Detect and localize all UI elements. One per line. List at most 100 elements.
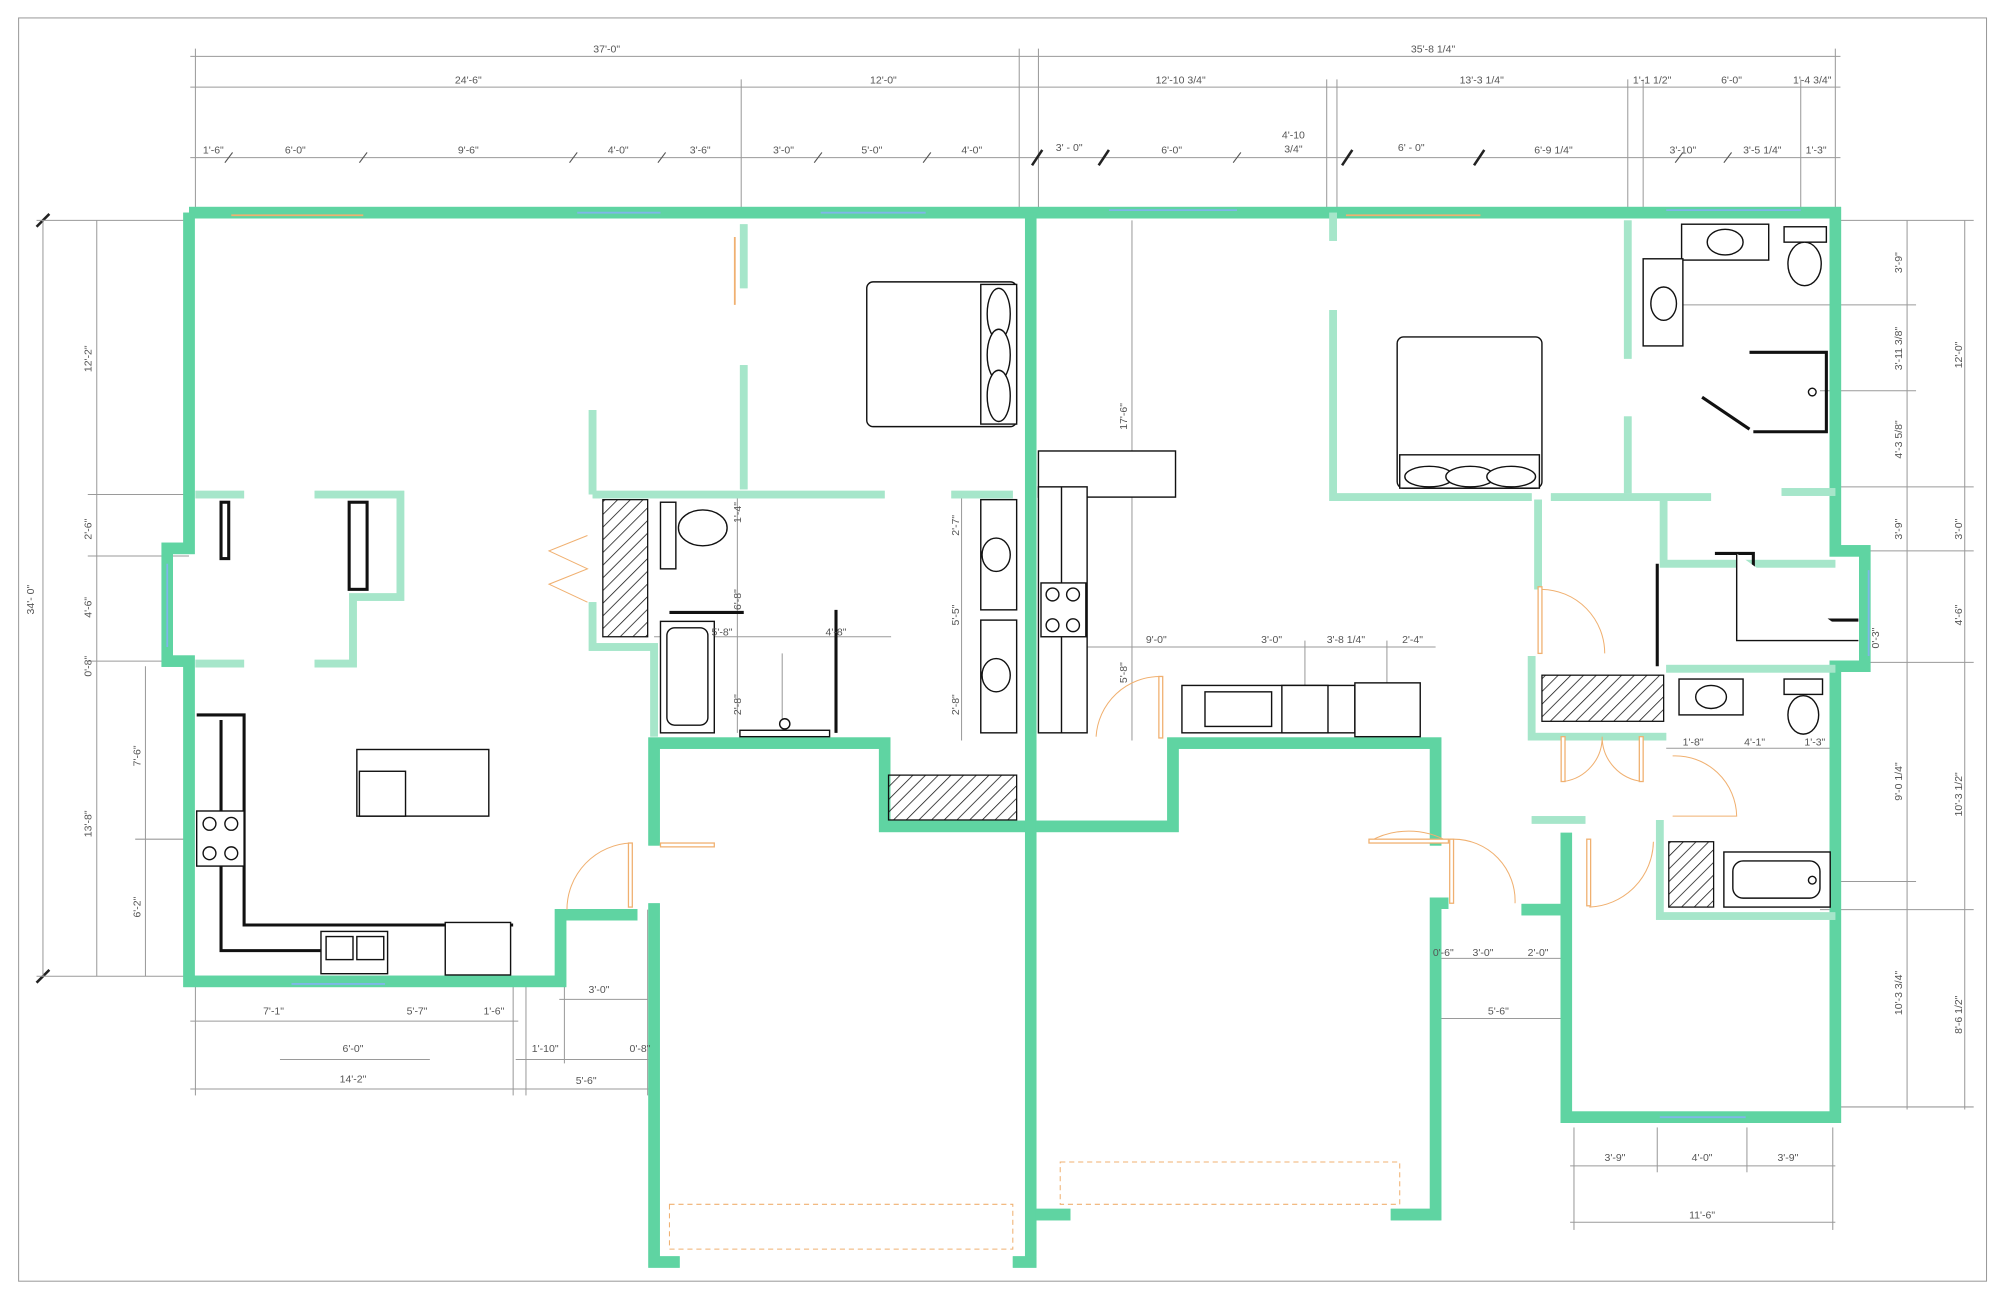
dimension-labels-interior: 1'-4" 6'-8" 5'-8" 4'-8" 2'-8" 2'-7" 5'-5… [712, 403, 1424, 715]
dimension-label: 12'-0" [870, 74, 897, 86]
dimension-label: 6'-0" [343, 1043, 364, 1055]
dimension-label: 4'-6" [83, 597, 95, 618]
bath-right [1678, 678, 1831, 908]
dimension-label: 9'-0" [1146, 634, 1167, 646]
dimension-label: 37'-0" [593, 44, 620, 56]
dimension-label: 3'-5 1/4" [1743, 145, 1782, 157]
dimension-label: 5'-6" [576, 1075, 597, 1087]
dimension-label: 1'-3" [1804, 737, 1825, 749]
dimension-label: 0'-6" [1433, 947, 1454, 959]
dimension-label: 1'-4" [732, 502, 744, 523]
dimension-label: 3'-10" [1669, 145, 1696, 157]
dimension-label: 6'-0" [1161, 145, 1182, 157]
dimension-label: 12'-2" [83, 345, 95, 372]
dimension-labels-right: 3'-9" 3'-11 3/8" 4'-3 5/8" 3'-9" 0'-3" 9… [1870, 252, 1965, 1034]
dimension-label: 13'-8" [83, 810, 95, 837]
dimension-label: 2'-7" [950, 515, 962, 536]
dimension-label: 3' - 0" [1056, 142, 1083, 154]
dimension-label: 7'-1" [263, 1006, 284, 1018]
kitchen-center [980, 450, 1421, 738]
dimension-label: 9'-6" [458, 145, 479, 157]
dimension-label: 5'-8" [712, 626, 733, 638]
garage-doors [668, 1161, 1401, 1250]
dimension-label: 3'-0" [1261, 634, 1282, 646]
dimension-label: 6' - 0" [1398, 142, 1425, 154]
dimension-label: 0'-8" [630, 1043, 651, 1055]
doors [547, 535, 1738, 910]
toilet-icon [1787, 241, 1822, 287]
dimension-label: 1'-6" [483, 1006, 504, 1018]
dimension-label: 4'-10 [1282, 129, 1305, 141]
dimension-label: 4'-3 5/8" [1893, 420, 1905, 459]
dimension-label: 2'-0" [1528, 947, 1549, 959]
dimension-label: 3'-6" [690, 145, 711, 157]
dimension-label: 3'-11 3/8" [1893, 326, 1905, 370]
dimension-label: 0'-8" [83, 655, 95, 676]
sink-icon [1694, 684, 1728, 710]
dimension-label: 1'-3" [1806, 145, 1827, 157]
bed-left [866, 281, 1018, 428]
dimension-label: 6'-0" [285, 145, 306, 157]
dimension-label: 3'-0" [589, 984, 610, 996]
kitchen-left [195, 500, 514, 976]
dimension-label: 12'-0" [1953, 341, 1965, 368]
dimension-label: 2'-6" [83, 518, 95, 539]
dimension-label: 3'-9" [1605, 1152, 1626, 1164]
dimension-label: 24'-6" [455, 74, 482, 86]
drawing-border [18, 17, 1988, 1282]
toilet-icon [1787, 694, 1820, 735]
dimension-label: 5'-7" [407, 1006, 428, 1018]
dimension-label: 2'-8" [950, 694, 962, 715]
dimension-label: 7'-6" [131, 745, 143, 766]
dimension-labels-left: 34'- 0" 12'-2" 2'-6" 4'-6" 0'-8" 13'-8" … [25, 345, 143, 917]
sink-icon [1204, 691, 1273, 728]
dimension-label: 9'-0 1/4" [1893, 762, 1905, 801]
dimension-label: 5'-6" [1488, 1006, 1509, 1018]
dimension-label: 3'-0" [773, 145, 794, 157]
dimension-lines [35, 48, 1974, 1230]
dimension-label: 4'-1" [1744, 737, 1765, 749]
dimension-label: 17'-6" [1118, 403, 1130, 430]
dimension-label: 3'-9" [1777, 1152, 1798, 1164]
sink-icon [1706, 228, 1744, 256]
dimension-label: 14'-2" [340, 1074, 367, 1086]
dimension-label: 6'-9 1/4" [1534, 145, 1573, 157]
dimension-label: 6'-8" [732, 589, 744, 610]
dimension-label: 12'-10 3/4" [1156, 74, 1206, 86]
dimension-label: 3'-9" [1893, 518, 1905, 539]
dimension-label: 4'-6" [1953, 604, 1965, 625]
bed-right [1396, 336, 1543, 489]
master-bath [1642, 223, 1828, 434]
dimension-label: 35'-8 1/4" [1411, 44, 1456, 56]
sink-icon [1650, 286, 1678, 322]
dimension-label: 1'-10" [532, 1043, 559, 1055]
dimension-label: 0'-3" [1870, 627, 1882, 648]
dimension-labels-bottom-left: 7'-1" 5'-7" 1'-6" 6'-0" 14'-2" 3'-0" 1'-… [263, 984, 651, 1087]
dimension-label: 34'- 0" [25, 584, 37, 614]
dimension-label: 4'-0" [961, 145, 982, 157]
dimension-label: 3'-0" [1953, 518, 1965, 539]
dimension-label: 8'-6 1/2" [1953, 995, 1965, 1034]
dimension-labels-bottom-right: 1'-8" 4'-1" 1'-3" 0'-6" 3'-0" 2'-0" 5'-6… [1433, 737, 1826, 1222]
bathroom-left [659, 501, 838, 738]
dimension-label: 4'-0" [608, 145, 629, 157]
dimension-label: 1'-1 1/2" [1633, 74, 1672, 86]
closet-shelves [1655, 551, 1859, 667]
dimension-labels-top: 37'-0" 35'-8 1/4" 24'-6" 12'-0" 12'-10 3… [203, 44, 1832, 157]
dimension-label: 3'-8 1/4" [1327, 634, 1366, 646]
dimension-label: 5'-8" [1118, 662, 1130, 683]
fridge-icon [444, 921, 512, 976]
dimension-label: 1'-8" [1683, 737, 1704, 749]
dimension-label: 4'-8" [826, 626, 847, 638]
dimension-label: 5'-5" [950, 604, 962, 625]
toilet-icon [677, 509, 728, 547]
hatched-areas [602, 499, 1715, 908]
dimension-label: 3/4" [1284, 143, 1303, 155]
dimension-label: 3'-0" [1473, 947, 1494, 959]
dimension-label: 2'-8" [732, 694, 744, 715]
dimension-label: 6'-2" [131, 896, 143, 917]
windows [166, 209, 1870, 1119]
dimension-label: 2'-4" [1402, 634, 1423, 646]
dimension-label: 1'-6" [203, 145, 224, 157]
